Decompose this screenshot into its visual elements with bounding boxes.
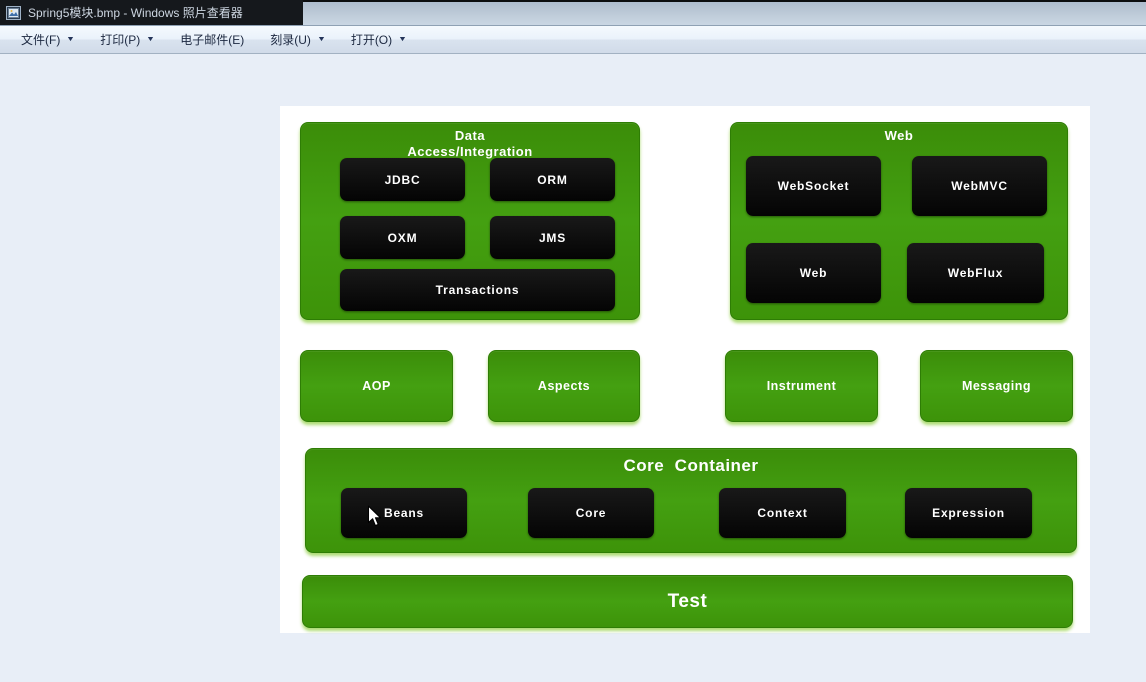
- photo-viewer-icon: [6, 5, 21, 20]
- module-test: Test: [302, 575, 1073, 628]
- window-title: Spring5模块.bmp - Windows 照片查看器: [28, 6, 243, 20]
- module-jdbc: JDBC: [340, 158, 465, 201]
- module-core: Core: [528, 488, 654, 538]
- chevron-down-icon: ▼: [316, 36, 326, 43]
- module-orm: ORM: [490, 158, 615, 201]
- mouse-cursor-icon: [367, 505, 382, 527]
- menubar: 文件(F) ▼ 打印(P) ▼ 电子邮件(E) 刻录(U) ▼ 打开(O) ▼: [0, 25, 1146, 54]
- menu-file[interactable]: 文件(F) ▼: [8, 26, 87, 53]
- module-jms: JMS: [490, 216, 615, 259]
- group-title-line1: Data: [454, 128, 486, 143]
- module-expression: Expression: [905, 488, 1032, 538]
- titlebar: Spring5模块.bmp - Windows 照片查看器: [0, 0, 1146, 25]
- group-web: Web WebSocket WebMVC Web WebFlux: [730, 122, 1068, 320]
- group-core-container: Core Container Beans Core Context Expres…: [305, 448, 1077, 553]
- module-instrument: Instrument: [725, 350, 878, 422]
- module-context: Context: [719, 488, 846, 538]
- menu-email[interactable]: 电子邮件(E): [167, 26, 257, 53]
- chevron-down-icon: ▼: [66, 36, 76, 43]
- module-webflux: WebFlux: [907, 243, 1044, 303]
- module-aop: AOP: [300, 350, 453, 422]
- menu-email-label: 电子邮件(E): [180, 33, 245, 47]
- window-top-edge: [0, 0, 1146, 2]
- module-oxm: OXM: [340, 216, 465, 259]
- menu-burn-label: 刻录(U): [270, 33, 311, 47]
- group-data-access-integration: Data Access/Integration JDBC ORM OXM JMS…: [300, 122, 640, 320]
- module-transactions: Transactions: [340, 269, 615, 311]
- group-title-core-container: Core Container: [623, 456, 759, 475]
- menu-open[interactable]: 打开(O) ▼: [338, 26, 419, 53]
- module-web: Web: [746, 243, 881, 303]
- module-webmvc: WebMVC: [912, 156, 1047, 216]
- module-messaging: Messaging: [920, 350, 1073, 422]
- viewer-content-area: Data Access/Integration JDBC ORM OXM JMS…: [0, 54, 1146, 682]
- chevron-down-icon: ▼: [398, 36, 408, 43]
- menu-open-label: 打开(O): [350, 33, 393, 47]
- menu-file-label: 文件(F): [21, 33, 61, 47]
- menu-print[interactable]: 打印(P) ▼: [87, 26, 167, 53]
- chevron-down-icon: ▼: [146, 36, 156, 43]
- module-aspects: Aspects: [488, 350, 640, 422]
- menu-print-label: 打印(P): [100, 33, 141, 47]
- group-title-web: Web: [884, 128, 914, 143]
- group-title-data-access: Data Access/Integration: [301, 128, 639, 160]
- photo-canvas: Data Access/Integration JDBC ORM OXM JMS…: [280, 106, 1090, 633]
- titlebar-dark-area: Spring5模块.bmp - Windows 照片查看器: [0, 0, 303, 25]
- module-websocket: WebSocket: [746, 156, 881, 216]
- group-title-line2: Access/Integration: [407, 144, 533, 159]
- module-beans: Beans: [341, 488, 467, 538]
- menu-burn[interactable]: 刻录(U) ▼: [257, 26, 338, 53]
